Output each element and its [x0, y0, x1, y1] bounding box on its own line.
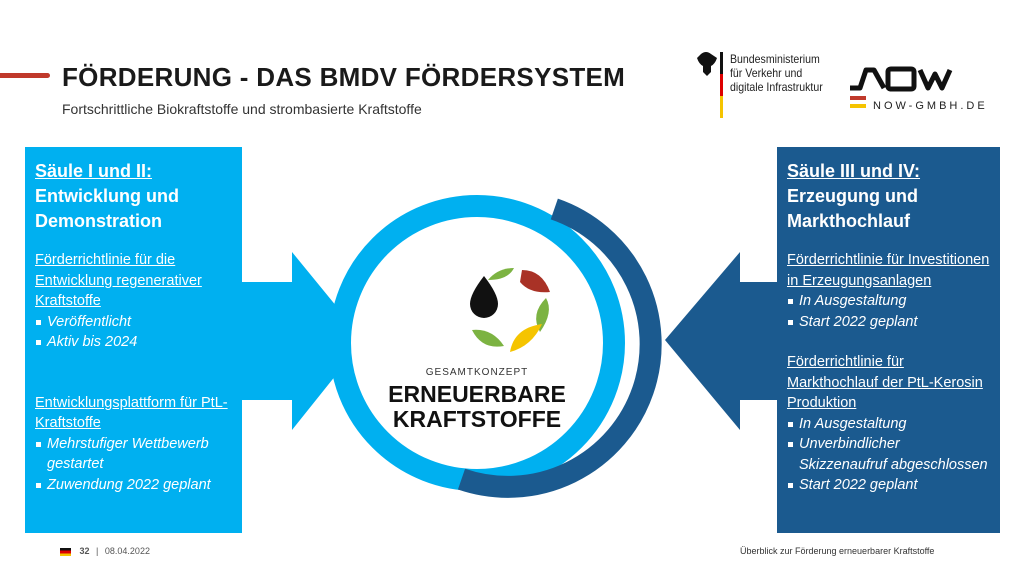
fuel-drops-icon: [470, 268, 550, 352]
bullet: Unverbindlicher Skizzenaufruf abgeschlos…: [787, 434, 990, 475]
now-url: NOW-GMBH.DE: [873, 100, 988, 112]
panel-heading: Säule III und IV: Erzeugung und Markthoch…: [787, 159, 990, 234]
logo-line2: KRAFTSTOFFE: [392, 406, 562, 432]
ring-dark: [457, 198, 662, 498]
ptl-kerosin-guideline-link[interactable]: Förderrichtlinie für Markthochlauf der P…: [787, 354, 983, 411]
right-arrow: [665, 252, 780, 430]
bmdv-line: digitale Infrastruktur: [730, 80, 823, 94]
page-number: 32: [79, 546, 90, 556]
logo-line1: ERNEUERBARE: [388, 381, 566, 407]
bmdv-line: Bundesministerium: [730, 52, 820, 66]
bullet: Start 2022 geplant: [787, 312, 990, 333]
pillar-1-2-panel: Säule I und II: Entwicklung und Demonstra…: [25, 147, 242, 533]
bmdv-text: Bundesministerium für Verkehr und digita…: [730, 52, 823, 94]
platform-link[interactable]: Entwicklungsplattform für PtL-Kraftstoff…: [35, 394, 228, 432]
heading-underlined: Säule III und IV:: [787, 161, 921, 181]
logo-text: GESAMTKONZEPT ERNEUERBARE KRAFTSTOFFE: [377, 367, 577, 432]
german-flag-icon: [60, 547, 71, 556]
accent-bar: [0, 73, 50, 78]
pillar-3-4-panel: Säule III und IV: Erzeugung und Markthoch…: [777, 147, 1000, 533]
bmdv-line: für Verkehr und: [730, 66, 803, 80]
bullet: Veröffentlicht: [35, 312, 232, 333]
panel-heading: Säule I und II: Entwicklung und Demonstra…: [35, 159, 232, 234]
footer-left: 32 | 08.04.2022: [60, 546, 150, 556]
bullet: Mehrstufiger Wettbewerb gestartet: [35, 434, 232, 475]
footer-right: Überblick zur Förderung erneuerbarer Kra…: [740, 546, 935, 556]
bullet: In Ausgestaltung: [787, 291, 990, 312]
page-title: FÖRDERUNG - DAS BMDV FÖRDERSYSTEM: [62, 62, 626, 92]
funding-guideline-link[interactable]: Förderrichtlinie für die Entwicklung reg…: [35, 252, 202, 309]
eagle-icon: [697, 52, 717, 76]
left-arrow: [240, 252, 364, 430]
footer-date: 08.04.2022: [104, 546, 150, 556]
bullet: Zuwendung 2022 geplant: [35, 475, 232, 496]
heading-text: Erzeugung und Markthochlauf: [787, 186, 918, 231]
now-logo: [850, 66, 953, 108]
bmdv-logo: [697, 52, 723, 118]
bullet: In Ausgestaltung: [787, 414, 990, 435]
bullet: Start 2022 geplant: [787, 475, 990, 496]
page-subtitle: Fortschrittliche Biokraftstoffe und stro…: [62, 101, 422, 117]
heading-text: Entwicklung und Demonstration: [35, 186, 179, 231]
heading-underlined: Säule I und II:: [35, 161, 153, 181]
logo-small-text: GESAMTKONZEPT: [425, 367, 529, 378]
bullet: Aktiv bis 2024: [35, 332, 232, 353]
investment-guideline-link[interactable]: Förderrichtlinie für Investitionen in Er…: [787, 252, 990, 289]
